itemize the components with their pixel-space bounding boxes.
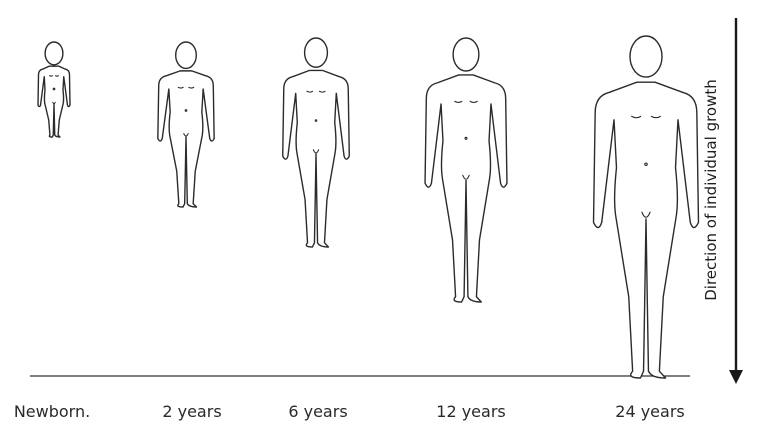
head-outline (630, 36, 662, 77)
figure-12-years (425, 38, 507, 302)
growth-direction-text: Direction of individual growth (702, 79, 720, 301)
body-outline (38, 66, 70, 137)
age-label-newborn: Newborn. (14, 402, 90, 421)
figure-newborn (38, 42, 70, 137)
body-outline (283, 70, 350, 247)
age-label-6-years: 6 years (288, 402, 347, 421)
age-label-2-years: 2 years (162, 402, 221, 421)
body-outline (594, 82, 699, 378)
head-outline (453, 38, 479, 71)
figure-2-years (158, 42, 214, 207)
age-label-24-years: 24 years (615, 402, 684, 421)
head-outline (176, 42, 197, 68)
figure-6-years (283, 38, 350, 247)
age-label-12-years: 12 years (436, 402, 505, 421)
body-outline (158, 71, 214, 207)
figure-24-years (594, 36, 699, 378)
growth-direction-arrow (729, 18, 743, 384)
figures-layer (38, 36, 698, 378)
head-outline (45, 42, 63, 65)
body-outline (425, 75, 507, 302)
head-outline (305, 38, 328, 67)
